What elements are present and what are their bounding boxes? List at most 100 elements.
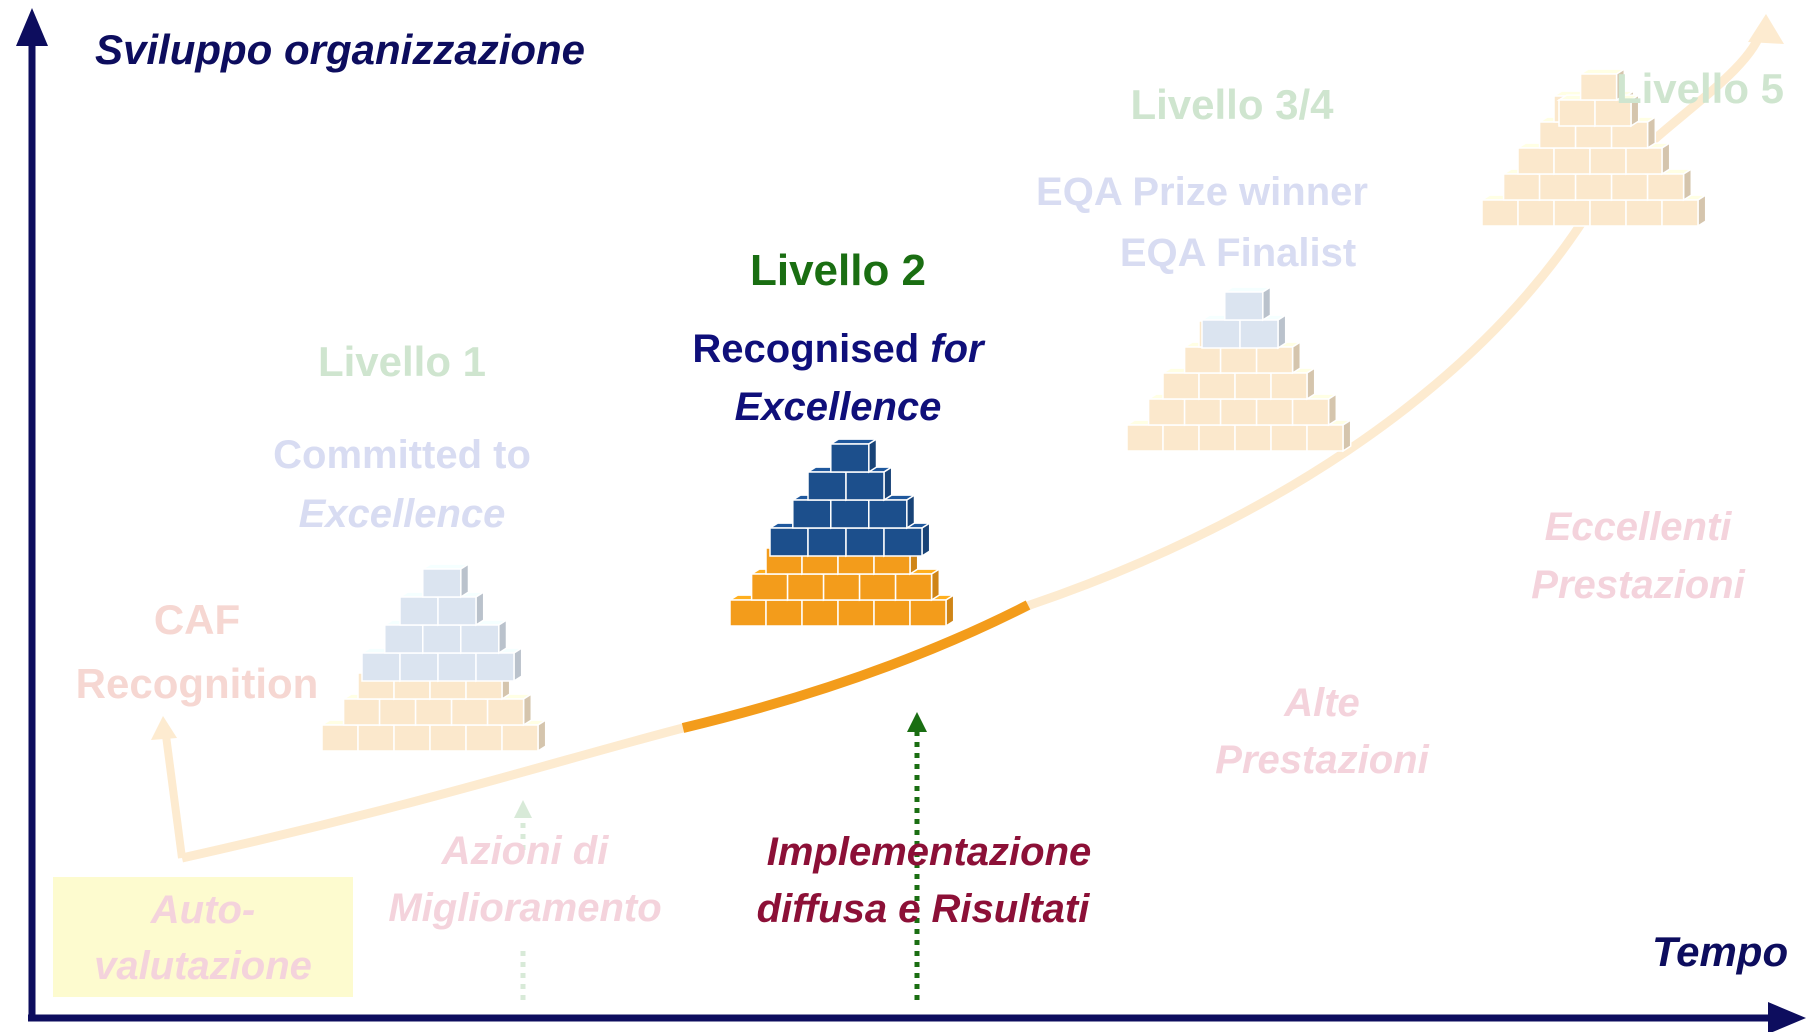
- eccellenti-line1: Eccellenti: [1544, 505, 1732, 549]
- brick: [1183, 346, 1222, 374]
- brick: [1219, 346, 1258, 374]
- brick: [378, 698, 417, 726]
- brick: [1126, 424, 1164, 452]
- brick: [845, 527, 885, 557]
- brick: [1255, 346, 1294, 374]
- brick: [1198, 372, 1236, 400]
- alte-line2: Prestazioni: [1215, 738, 1429, 782]
- brick: [765, 599, 803, 627]
- y-axis-label: Sviluppo organizzazione: [95, 26, 586, 73]
- brick: [1306, 366, 1316, 401]
- brick: [1306, 424, 1344, 452]
- brick: [475, 590, 485, 627]
- brick: [1162, 372, 1200, 400]
- brick: [1291, 340, 1302, 375]
- brick: [1481, 199, 1519, 227]
- x-axis-label: Tempo: [1652, 928, 1789, 975]
- caf-arrowhead: [151, 716, 177, 740]
- brick: [501, 724, 539, 752]
- brick: [393, 724, 431, 752]
- brick: [1517, 147, 1555, 175]
- caf-label-line2: Recognition: [75, 660, 319, 707]
- brick: [729, 599, 767, 627]
- pyramid-level1: [319, 562, 549, 753]
- brick: [750, 573, 789, 601]
- brick: [537, 718, 547, 753]
- level2-sub-1-normal: Recognised: [692, 327, 931, 371]
- brick: [837, 599, 875, 627]
- pyramid-level34: [1124, 285, 1354, 453]
- eccellenti-line2: Prestazioni: [1531, 563, 1745, 607]
- level1-sub-1: Committed to: [273, 433, 531, 477]
- dotted-arrows: [514, 712, 927, 1000]
- brick: [384, 624, 424, 654]
- brick: [830, 443, 870, 473]
- brick: [498, 618, 508, 655]
- brick: [460, 624, 500, 654]
- brick: [1661, 141, 1671, 176]
- brick: [475, 652, 515, 682]
- brick: [513, 646, 523, 683]
- brick: [465, 724, 503, 752]
- brick: [361, 652, 401, 682]
- brick: [1594, 99, 1632, 127]
- level5-title: Livello 5: [1615, 65, 1785, 112]
- brick: [1277, 313, 1287, 350]
- brick: [906, 493, 916, 530]
- brick: [1682, 167, 1693, 202]
- brick: [1538, 173, 1577, 201]
- brick: [1270, 372, 1308, 400]
- brick: [786, 573, 825, 601]
- brick: [422, 624, 462, 654]
- brick: [1201, 319, 1241, 349]
- x-axis-arrowhead: [1768, 1002, 1806, 1032]
- brick: [342, 698, 381, 726]
- highlight-segment: [681, 600, 1031, 733]
- caf-label-line1: CAF: [153, 596, 241, 643]
- level34-sub-1: EQA Prize winner: [1036, 170, 1368, 214]
- level1-title: Livello 1: [317, 338, 487, 385]
- brick: [1558, 99, 1596, 127]
- brick: [1625, 147, 1663, 175]
- brick: [1646, 173, 1685, 201]
- brick: [399, 652, 439, 682]
- brick: [460, 562, 470, 599]
- brick: [1697, 193, 1707, 228]
- brick: [522, 692, 533, 727]
- brick: [1239, 319, 1279, 349]
- alte-line1: Alte: [1284, 681, 1360, 725]
- brick: [1270, 424, 1308, 452]
- brick: [1589, 147, 1627, 175]
- brick: [357, 724, 395, 752]
- brick: [945, 593, 955, 628]
- brick: [1162, 424, 1200, 452]
- brick: [807, 527, 847, 557]
- brick: [437, 652, 477, 682]
- brick: [792, 499, 832, 529]
- brick: [1224, 291, 1264, 321]
- autovalutazione-box: [53, 877, 353, 997]
- brick: [909, 599, 947, 627]
- brick: [486, 698, 525, 726]
- brick: [1574, 173, 1613, 201]
- level34-title: Livello 3/4: [1130, 81, 1334, 128]
- brick: [1262, 285, 1272, 322]
- brick: [1646, 115, 1657, 150]
- level2-sub-1-italic: for: [930, 327, 984, 371]
- brick: [1183, 398, 1222, 426]
- azioni-line1: Azioni di: [441, 829, 609, 873]
- brick: [1610, 173, 1649, 201]
- brick: [429, 724, 467, 752]
- brick: [1234, 424, 1272, 452]
- curve-arrowhead: [1748, 14, 1784, 44]
- brick: [1198, 424, 1236, 452]
- brick: [321, 724, 359, 752]
- azioni-line2: Miglioramento: [388, 886, 662, 930]
- brick: [1589, 199, 1627, 227]
- brick: [1219, 398, 1258, 426]
- pyramid-level2: [727, 437, 957, 628]
- brick: [1661, 199, 1699, 227]
- brick: [873, 599, 911, 627]
- brick: [1553, 147, 1591, 175]
- level2-sub-1: Recognised for: [692, 327, 983, 372]
